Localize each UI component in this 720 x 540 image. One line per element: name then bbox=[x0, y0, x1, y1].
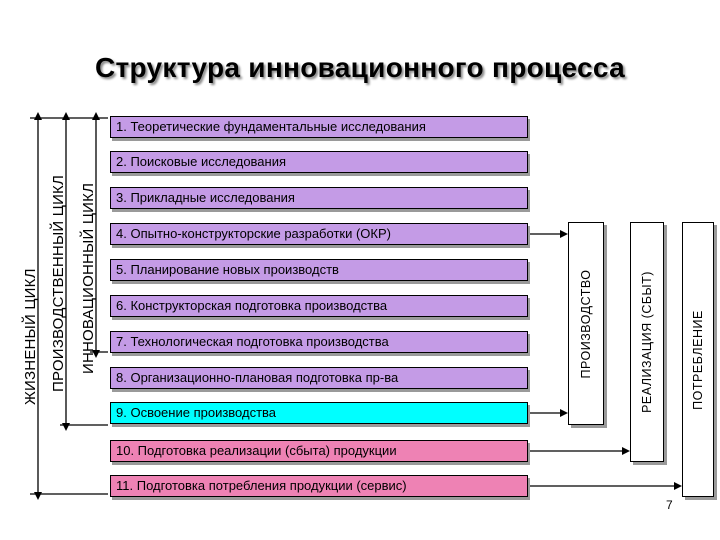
stage-8-organizational-preparation: 8. Организационно-плановая подготовка пр… bbox=[110, 367, 528, 389]
stage-11-consumption-preparation: 11. Подготовка потребления продукции (се… bbox=[110, 475, 528, 497]
stage-7-technological-preparation: 7. Технологическая подготовка производст… bbox=[110, 331, 528, 353]
stage-1-fundamental-research: 1. Теоретические фундаментальные исследо… bbox=[110, 116, 528, 138]
page-number: 7 bbox=[666, 498, 673, 512]
stage-3-applied-research: 3. Прикладные исследования bbox=[110, 187, 528, 209]
slide-title: Структура инновационного процесса bbox=[94, 52, 625, 83]
stage-9-mastering-production: 9. Освоение производства bbox=[110, 402, 528, 424]
stage-4-okr: 4. Опытно-конструкторские разработки (ОК… bbox=[110, 223, 528, 245]
production-phase-box: ПРОИЗВОДСТВО bbox=[568, 222, 604, 425]
production-phase-label: ПРОИЗВОДСТВО bbox=[579, 268, 593, 379]
realization-phase-label: РЕАЛИЗАЦИЯ (СБЫТ) bbox=[640, 271, 654, 413]
realization-phase-box: РЕАЛИЗАЦИЯ (СБЫТ) bbox=[630, 222, 664, 462]
stage-10-sales-preparation: 10. Подготовка реализации (сбыта) продук… bbox=[110, 440, 528, 462]
consumption-phase-box: ПОТРЕБЛЕНИЕ bbox=[682, 222, 714, 497]
consumption-phase-label: ПОТРЕБЛЕНИЕ bbox=[691, 309, 705, 410]
stage-2-exploratory-research: 2. Поисковые исследования bbox=[110, 151, 528, 173]
stage-6-design-preparation: 6. Конструкторская подготовка производст… bbox=[110, 295, 528, 317]
stage-5-production-planning: 5. Планирование новых производств bbox=[110, 259, 528, 281]
